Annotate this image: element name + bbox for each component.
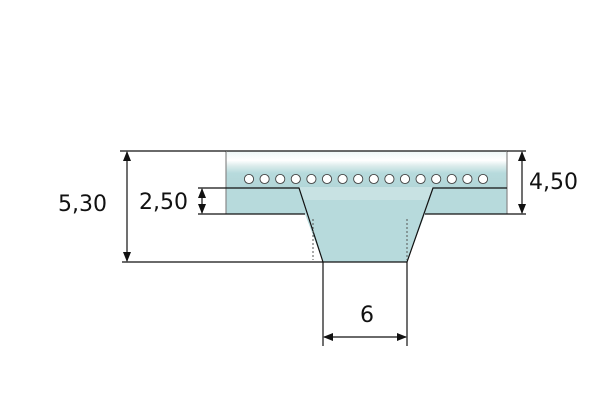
cord-circle [462, 173, 473, 185]
cord-circle [399, 173, 411, 185]
label-total-height: 5,30 [58, 192, 107, 217]
label-band-height: 2,50 [139, 190, 188, 215]
belt-upper-layer [226, 151, 507, 188]
cord-circle [431, 173, 442, 185]
tension-cords [243, 173, 489, 185]
cord-circle [477, 173, 489, 185]
cord-circle [415, 173, 426, 185]
rib-fill [299, 188, 433, 262]
belt-outline [225, 150, 508, 263]
cord-circle [275, 173, 286, 185]
cord-circle [384, 173, 395, 185]
label-rib-width: 6 [360, 303, 374, 328]
rib-top-blend [299, 187, 433, 200]
cord-circle [290, 173, 301, 185]
cord-circle [243, 173, 255, 185]
cord-circle [321, 173, 333, 185]
cord-circle [446, 173, 457, 185]
cord-circle [337, 173, 348, 185]
cord-circle [353, 173, 364, 185]
cord-circle [306, 173, 317, 185]
cord-circle [368, 173, 379, 185]
rib-dashed-lines [312, 219, 408, 260]
cord-circle [259, 173, 270, 185]
label-top-height: 4,50 [529, 170, 578, 195]
